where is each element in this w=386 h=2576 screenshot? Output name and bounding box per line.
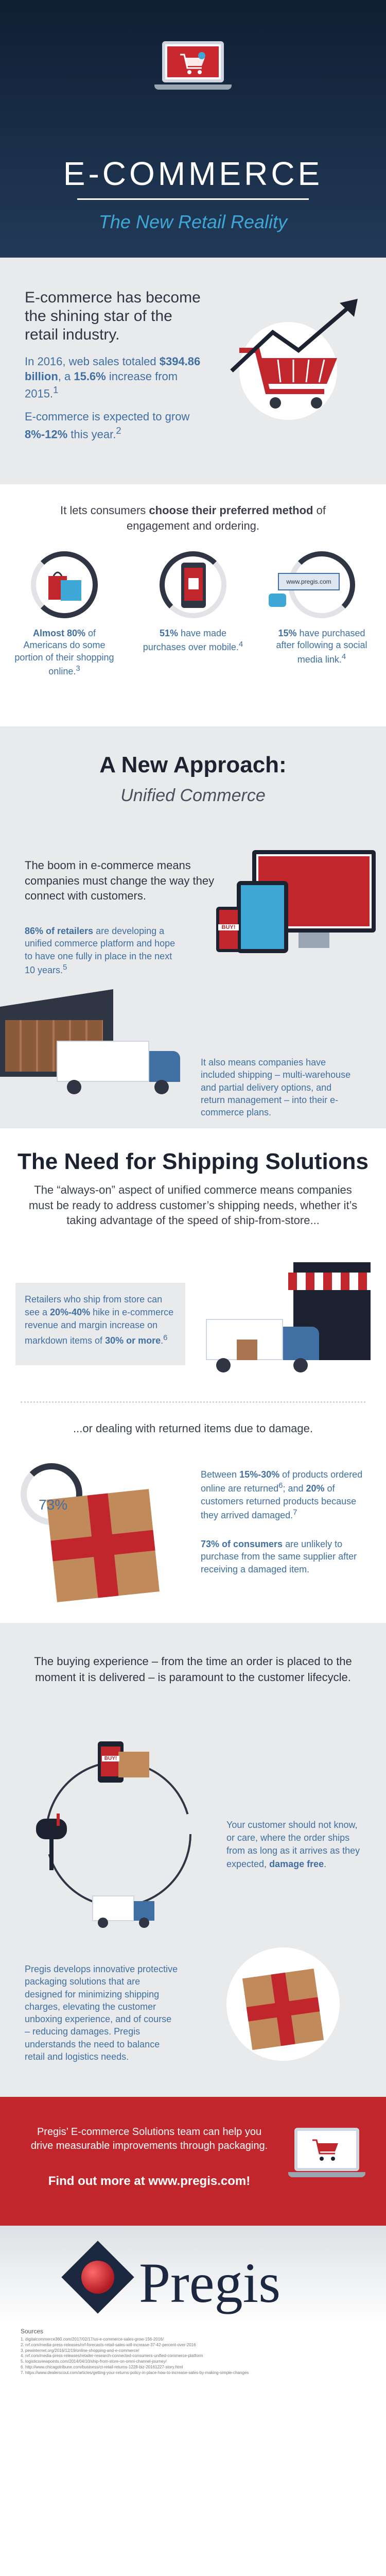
intro-section: E-commerce has become the shining star o… <box>0 258 386 484</box>
approach-boom-text: The boom in e-commerce means companies m… <box>25 859 215 903</box>
experience-section: The buying experience – from the time an… <box>0 1623 386 2097</box>
approach-shipping-text: It also means companies have included sh… <box>201 1057 351 1118</box>
ship-from-store-card: Retailers who ship from store can see a … <box>15 1283 185 1365</box>
pregis-logo-word: Pregis <box>139 2251 280 2314</box>
experience-pregis-text: Pregis develops innovative protective pa… <box>25 1964 178 2062</box>
hero-section: E-COMMERCE The New Retail Reality <box>0 0 386 258</box>
shipping-intro-text: The “always-on” aspect of unified commer… <box>28 1183 358 1227</box>
stat-mobile-purchases: 51% have made purchases over mobile.4 <box>139 551 247 654</box>
approach-section: A New Approach: Unified Commerce The boo… <box>0 726 386 1128</box>
dotted-divider <box>21 1401 365 1403</box>
source-item: 1. digitalcommerce360.com/2017/02/17/us-… <box>21 2337 164 2342</box>
returns-consumers-text: 73% of consumers are unlikely to purchas… <box>201 1539 357 1574</box>
stat-social-purchases: www.pregis.com 15% have purchased after … <box>268 551 376 666</box>
intro-growth-text: E-commerce is expected to grow 8%-12% th… <box>25 410 190 441</box>
page-title: E-COMMERCE <box>63 155 323 192</box>
source-item: 4. nrf.com/media-press-releases/retailer… <box>21 2353 203 2359</box>
url-badge: www.pregis.com <box>278 573 340 590</box>
experience-damage-free-text: Your customer should not know, or care, … <box>226 1820 360 1869</box>
approach-subtitle: Unified Commerce <box>120 786 266 805</box>
intro-lead: E-commerce has become the shining star o… <box>25 289 201 343</box>
returns-pct-label: 73% <box>39 1497 68 1513</box>
shipping-title: The Need for Shipping Solutions <box>17 1149 369 1174</box>
laptop-cart-icon <box>288 2128 365 2184</box>
pregis-logo-mark <box>61 2241 134 2314</box>
devices-illustration: BUY! <box>216 850 376 969</box>
cta-link[interactable]: Find out more at www.pregis.com! <box>48 2174 251 2188</box>
choose-section: It lets consumers choose their preferred… <box>0 484 386 726</box>
fragile-box-illustration <box>216 1947 350 2071</box>
buy-label: BUY! <box>218 924 239 930</box>
warehouse-truck-illustration <box>0 989 190 1103</box>
social-link-icon: www.pregis.com <box>269 551 355 618</box>
stat-online-shoppers: Almost 80% of Americans do some portion … <box>10 551 118 678</box>
source-item: 5. logisticsviewpoints.com/2014/04/10/sh… <box>21 2359 167 2364</box>
source-item: 3. pewinternet.org/2016/12/19/online-sho… <box>21 2348 139 2353</box>
source-item: 6. http://www.chicagotribune.com/busines… <box>21 2364 183 2369</box>
cart-growth-icon <box>216 294 371 428</box>
approach-retailers-text: 86% of retailers are developing a unifie… <box>25 926 176 975</box>
store-truck-illustration <box>206 1257 376 1381</box>
shopping-bags-icon <box>31 551 98 618</box>
returns-heading: ...or dealing with returned items due to… <box>73 1422 313 1435</box>
experience-heading: The buying experience – from the time an… <box>34 1655 352 1684</box>
shipping-section: The Need for Shipping Solutions The “alw… <box>0 1128 386 1422</box>
logo-section: Pregis <box>0 2226 386 2324</box>
buy-label: BUY! <box>102 1756 119 1761</box>
source-item: 7. https://www.dealerscout.com/articles/… <box>21 2370 249 2375</box>
sources-list: 1. digitalcommerce360.com/2017/02/17/us-… <box>21 2337 365 2376</box>
sources-section: Sources 1. digitalcommerce360.com/2017/0… <box>0 2324 386 2398</box>
returns-section: ...or dealing with returned items due to… <box>0 1422 386 1623</box>
title-divider <box>77 198 309 200</box>
source-item: 2. nrf.com/media-press-releases/nrf-fore… <box>21 2342 196 2347</box>
returns-rate-text: Between 15%-30% of products ordered onli… <box>201 1469 363 1520</box>
mobile-phone-icon <box>160 551 226 618</box>
order-cycle-diagram: BUY! <box>21 1731 216 1937</box>
twitter-bird-icon <box>269 594 286 607</box>
page-subtitle: The New Retail Reality <box>98 211 288 232</box>
damaged-box-illustration <box>21 1453 175 1607</box>
approach-title: A New Approach: <box>99 752 287 777</box>
cta-section: Pregis’ E-commerce Solutions team can he… <box>0 2097 386 2226</box>
choose-heading: It lets consumers choose their preferred… <box>60 504 326 532</box>
laptop-cart-icon <box>154 41 232 93</box>
intro-sales-text: In 2016, web sales totaled $394.86 billi… <box>25 355 201 400</box>
cta-text: Pregis’ E-commerce Solutions team can he… <box>30 2126 268 2151</box>
sources-title: Sources <box>21 2328 44 2335</box>
